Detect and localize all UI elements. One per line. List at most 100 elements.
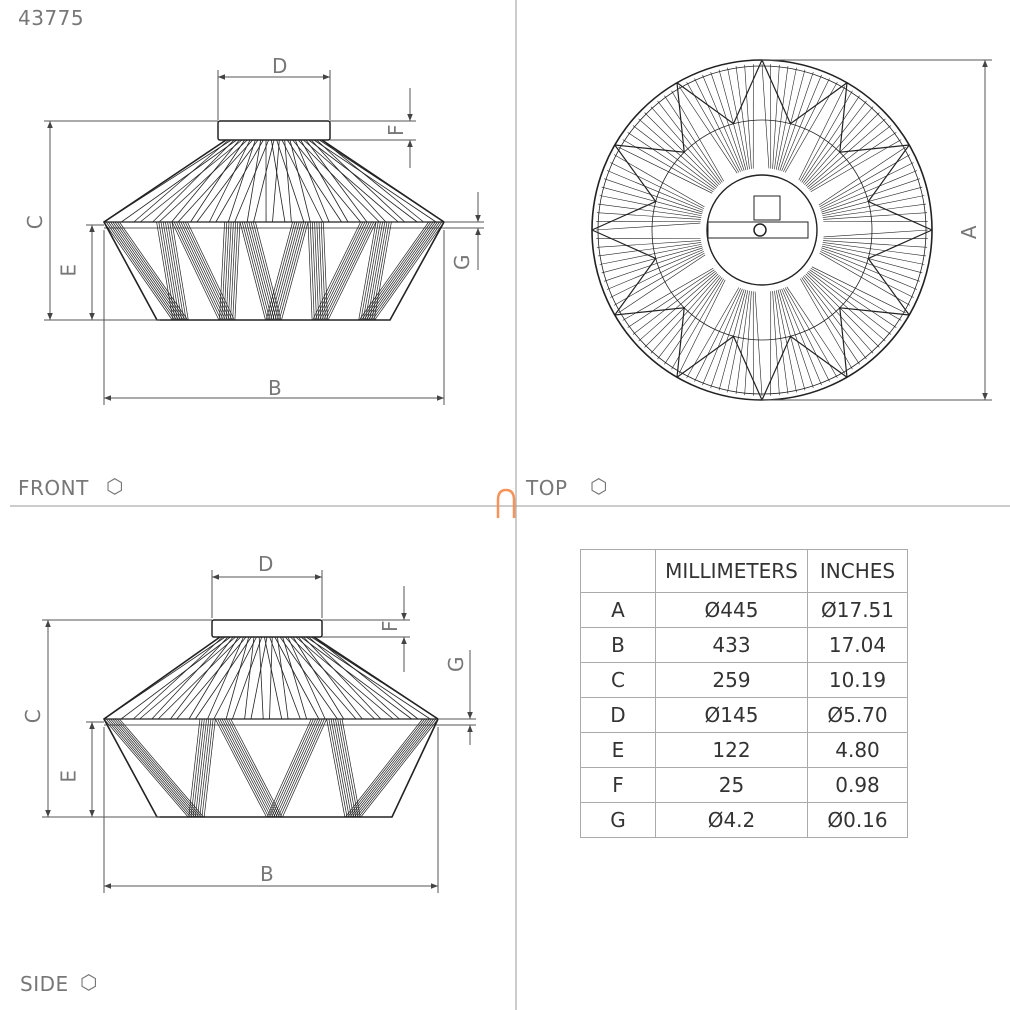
wire <box>227 221 234 321</box>
wire <box>820 162 914 209</box>
wire <box>805 273 880 348</box>
wire <box>804 274 874 354</box>
wire <box>184 221 233 321</box>
wire <box>818 146 906 206</box>
side-view-drawing <box>102 619 440 818</box>
wire <box>610 251 704 298</box>
wire <box>221 221 228 321</box>
wire <box>599 195 702 217</box>
wire <box>287 636 326 720</box>
wire <box>110 718 196 818</box>
wire <box>664 277 723 365</box>
front-dim-b-label: B <box>268 376 283 400</box>
wire <box>710 289 745 388</box>
wire <box>801 95 860 183</box>
wire <box>241 221 269 321</box>
wire <box>246 221 273 321</box>
wire <box>822 203 926 218</box>
wire <box>169 221 187 321</box>
wire <box>110 221 180 321</box>
wire <box>188 718 201 818</box>
wire <box>323 221 372 321</box>
wire <box>303 636 382 720</box>
wire <box>365 221 436 321</box>
wire <box>270 139 286 223</box>
wire <box>650 106 720 186</box>
wire <box>152 139 235 223</box>
star-edge <box>867 144 933 231</box>
wire <box>105 221 175 321</box>
wire <box>779 289 814 388</box>
wire <box>819 252 911 306</box>
wire <box>232 636 263 720</box>
wire <box>314 221 320 321</box>
wire <box>618 254 706 314</box>
wire <box>213 636 257 720</box>
wire <box>223 718 276 818</box>
wire <box>270 221 298 321</box>
wire <box>133 139 229 223</box>
wire <box>638 118 718 188</box>
wire <box>772 291 780 396</box>
mm-cell: Ø145 <box>655 697 808 733</box>
wire <box>151 636 229 720</box>
wire <box>156 221 174 321</box>
in-cell: 0.98 <box>807 767 908 803</box>
wire <box>783 78 830 172</box>
wire <box>188 636 239 720</box>
wire <box>307 221 313 321</box>
side-dim-e-label: E <box>56 769 81 783</box>
wire <box>360 221 379 321</box>
wire <box>178 221 226 321</box>
wire <box>821 245 923 274</box>
wire <box>320 221 326 321</box>
wire <box>157 636 242 720</box>
wire <box>226 718 278 818</box>
wire <box>182 221 231 321</box>
wire <box>784 81 838 173</box>
wire <box>330 718 350 818</box>
mm-cell: 259 <box>655 662 808 698</box>
wire <box>116 221 186 321</box>
wire <box>121 139 237 223</box>
front-dim-d-label: D <box>272 54 288 78</box>
wire <box>292 139 361 223</box>
wire <box>316 139 405 223</box>
wire <box>282 636 308 720</box>
wire <box>176 221 224 321</box>
wire <box>606 249 704 290</box>
wire <box>781 288 822 386</box>
wire <box>119 221 188 321</box>
in-cell: Ø5.70 <box>807 697 908 733</box>
wire <box>165 221 183 321</box>
wire <box>295 636 394 720</box>
wire <box>277 636 289 720</box>
wire <box>190 718 203 818</box>
wire <box>230 221 236 321</box>
wire <box>316 221 322 321</box>
wire <box>313 139 437 223</box>
wire <box>371 221 390 321</box>
wire <box>777 289 806 391</box>
wire <box>180 221 229 321</box>
wire <box>686 81 740 173</box>
wire <box>298 636 363 720</box>
wire <box>167 221 185 321</box>
wire <box>613 252 705 306</box>
wire <box>809 269 897 328</box>
wire <box>207 636 244 720</box>
wire <box>622 139 714 192</box>
wire <box>363 221 434 321</box>
wire <box>805 112 880 187</box>
wire <box>678 86 738 174</box>
wire <box>209 139 251 223</box>
wire <box>228 718 281 818</box>
wire <box>318 221 368 321</box>
wire <box>761 63 770 169</box>
wire <box>308 636 400 720</box>
